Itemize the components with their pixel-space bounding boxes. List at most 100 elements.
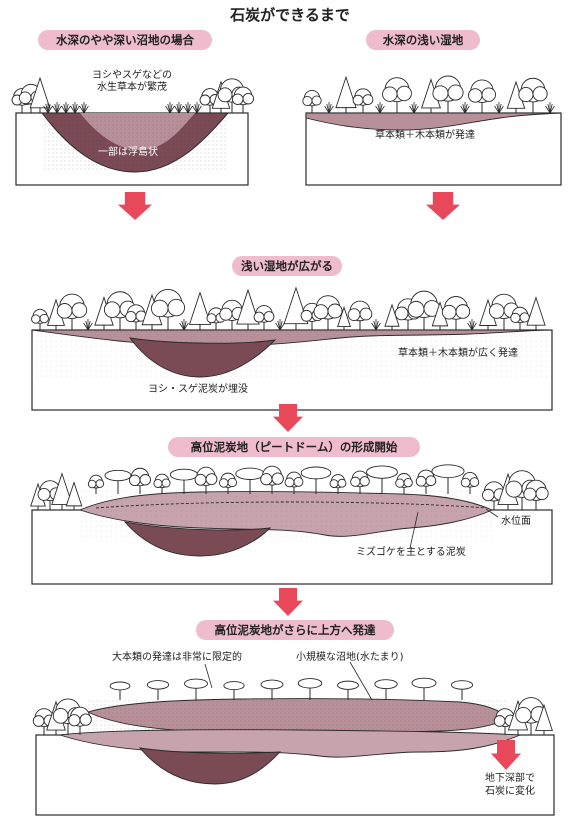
flat-top-tree-icon [337,680,359,700]
tree-icon [56,293,88,330]
stage5-pool-label: 小規模な沼地(水たまり) [296,652,404,663]
tree-icon [415,469,437,494]
tree-icon [260,465,284,494]
tree-icon [302,89,322,113]
flat-top-tree-icon [260,679,284,700]
reed-grass-icon [545,102,555,114]
reed-grass-icon [460,102,470,114]
conifer-icon [236,288,260,330]
reed-grass-icon [467,319,477,331]
tree-icon [382,77,412,113]
flat-top-tree-icon [374,679,398,700]
tree-icon [253,305,275,330]
flat-top-tree-icon [235,467,265,494]
down-arrow-icon [273,588,303,616]
stage3-peat-texture [32,330,552,378]
tree-icon [460,472,480,494]
flat-top-tree-icon [223,681,245,700]
stage4-sphagnum-label: ミズゴケを主とする泥炭 [356,547,466,558]
conifer-icon [188,291,212,330]
conifer-icon [535,703,553,735]
stage4-water-table-line [95,501,487,509]
diagram-title: 石炭ができるまで [230,6,350,24]
reed-grass-icon [83,319,93,331]
tree-icon [313,295,343,330]
stage1-vegetation-label-line1: ヨシやスゲなどの [92,70,172,81]
stage3-vegetation [31,286,546,331]
conifer-icon [29,76,51,113]
stage1-vegetation [11,76,255,114]
stage2-peat-layer [305,112,562,131]
tree-icon [441,296,471,330]
reed-grass-icon [179,319,189,331]
stage5-tree-label: 大本類の発達は非常に限定的 [112,652,242,663]
stage1-vegetation-label-line2: 水生草本が繁茂 [97,82,167,93]
down-arrow-icon [273,404,303,432]
stage2-vegetation [302,75,555,114]
stage2-growth-label: 草本類＋木本類が発達 [375,130,475,141]
reed-grass-icon [192,102,202,114]
tree-icon [231,86,255,113]
conifer-icon [337,305,351,330]
stage4-sphagnum-pointer [409,511,419,549]
tree-icon [352,88,374,113]
reed-grass-icon [165,102,175,114]
reed-grass-icon [375,102,385,114]
reed-grass-icon [183,102,193,114]
tree-icon [347,300,373,330]
tree-icon [87,474,105,494]
stage2-heading: 水深の浅い湿地 [366,30,480,50]
reed-grass-icon [174,102,184,114]
tree-icon [125,304,147,330]
stage1-basin-texture [42,113,228,172]
tree-icon [68,706,92,735]
stage5-lower-dome [59,729,521,758]
reed-grass-icon [324,102,334,114]
tree-icon [153,473,171,494]
stage5-upper-texture [88,699,508,733]
tree-icon [395,473,413,494]
stage5-tree-pointer [204,663,213,689]
flat-top-tree-icon [300,466,332,494]
stage5-pool-pointer [349,661,373,701]
stage4-buried-reed-peat [123,521,272,557]
stage5-buried-reed-peat [138,747,282,785]
reed-grass-icon [43,102,53,114]
tree-icon [432,75,464,113]
reed-grass-icon [494,102,504,114]
tree-icon [350,470,370,494]
down-arrow-icon [118,192,152,220]
flat-top-tree-icon [450,680,474,700]
reed-grass-icon [52,102,62,114]
stage1-heading: 水深のやや深い沼地の場合 [38,30,212,50]
stage5-coal-label-line1: 地下深部で [485,773,535,784]
tree-icon [518,77,548,113]
tree-icon [284,471,304,494]
tree-icon [468,79,496,113]
stage1-scene [15,112,249,186]
stage4-vegetation [30,464,549,510]
conifer-icon [335,75,357,113]
down-arrow-icon [491,740,521,770]
flat-top-tree-icon [184,678,208,700]
tree-icon [515,697,547,735]
tree-icon [488,293,520,330]
stage3-scene [31,329,553,411]
stage5-heading: 高位泥炭地がさらに上方へ発達 [196,620,394,640]
stage5-vegetation [32,677,553,735]
flat-top-tree-icon [431,464,465,494]
tree-icon [194,466,218,494]
reed-grass-icon [275,319,285,331]
flat-top-tree-icon [366,465,398,494]
conifer-icon [526,296,546,330]
reed-grass-icon [70,102,80,114]
flat-top-tree-icon [146,680,170,700]
reed-grass-icon [371,319,381,331]
tree-icon [129,467,151,494]
reed-grass-icon [61,102,71,114]
tree-icon [523,479,549,510]
tree-icon [505,470,539,510]
tree-icon [482,481,506,510]
